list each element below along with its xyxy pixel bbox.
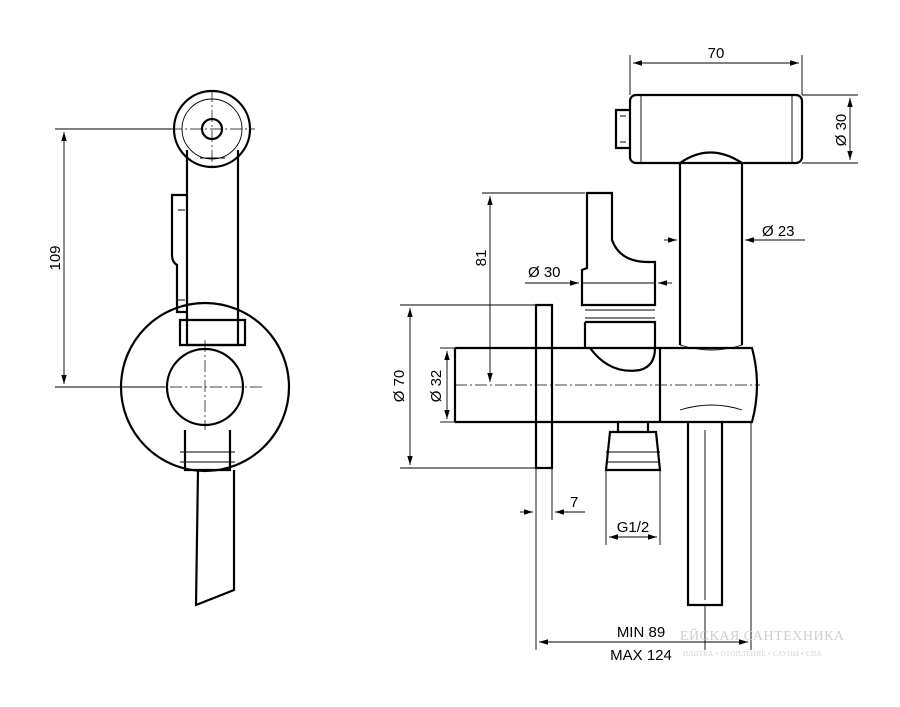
holder-block [658,346,759,424]
watermark-line1: ЕЙСКАЯ САНТЕХНИКА [680,627,845,644]
dim-depth-min: MIN 89 [617,624,665,641]
watermark: ЕЙСКАЯ САНТЕХНИКА ПЛИТКА • ОТОПЛЕНИЕ • С… [680,627,845,658]
dim-height-valve: 81 [473,250,490,267]
dim-dia-flange: Ø 70 [391,370,408,403]
watermark-line2: ПЛИТКА • ОТОПЛЕНИЕ • САУНЫ • СПА [683,650,822,658]
sprayer-handle-body [185,150,240,347]
sprayer-trigger [170,193,187,314]
hose-connector-side [183,430,232,472]
dim-flange-thickness: 7 [570,494,578,511]
dim-thread: G1/2 [617,519,650,536]
dim-dia-rod: Ø 23 [762,223,795,240]
valve-lever [580,191,657,307]
hose-side [194,469,236,607]
dim-dia-lever: Ø 30 [528,264,561,281]
dim-dia-body: Ø 32 [428,370,445,403]
wall-flange-plate [534,303,554,470]
inlet-fitting [604,422,662,472]
dim-height-side: 109 [47,245,64,270]
dim-width-top: 70 [708,45,725,62]
sprayer-rod [678,163,744,345]
dim-depth-max: MAX 124 [610,647,672,664]
dim-dia-handle: Ø 30 [833,114,850,147]
side-view: 109 [47,89,291,607]
sprayer-handle-top [628,93,804,165]
front-view: 70 Ø 30 Ø 23 81 Ø 30 Ø 70 Ø 32 7 [391,45,858,664]
